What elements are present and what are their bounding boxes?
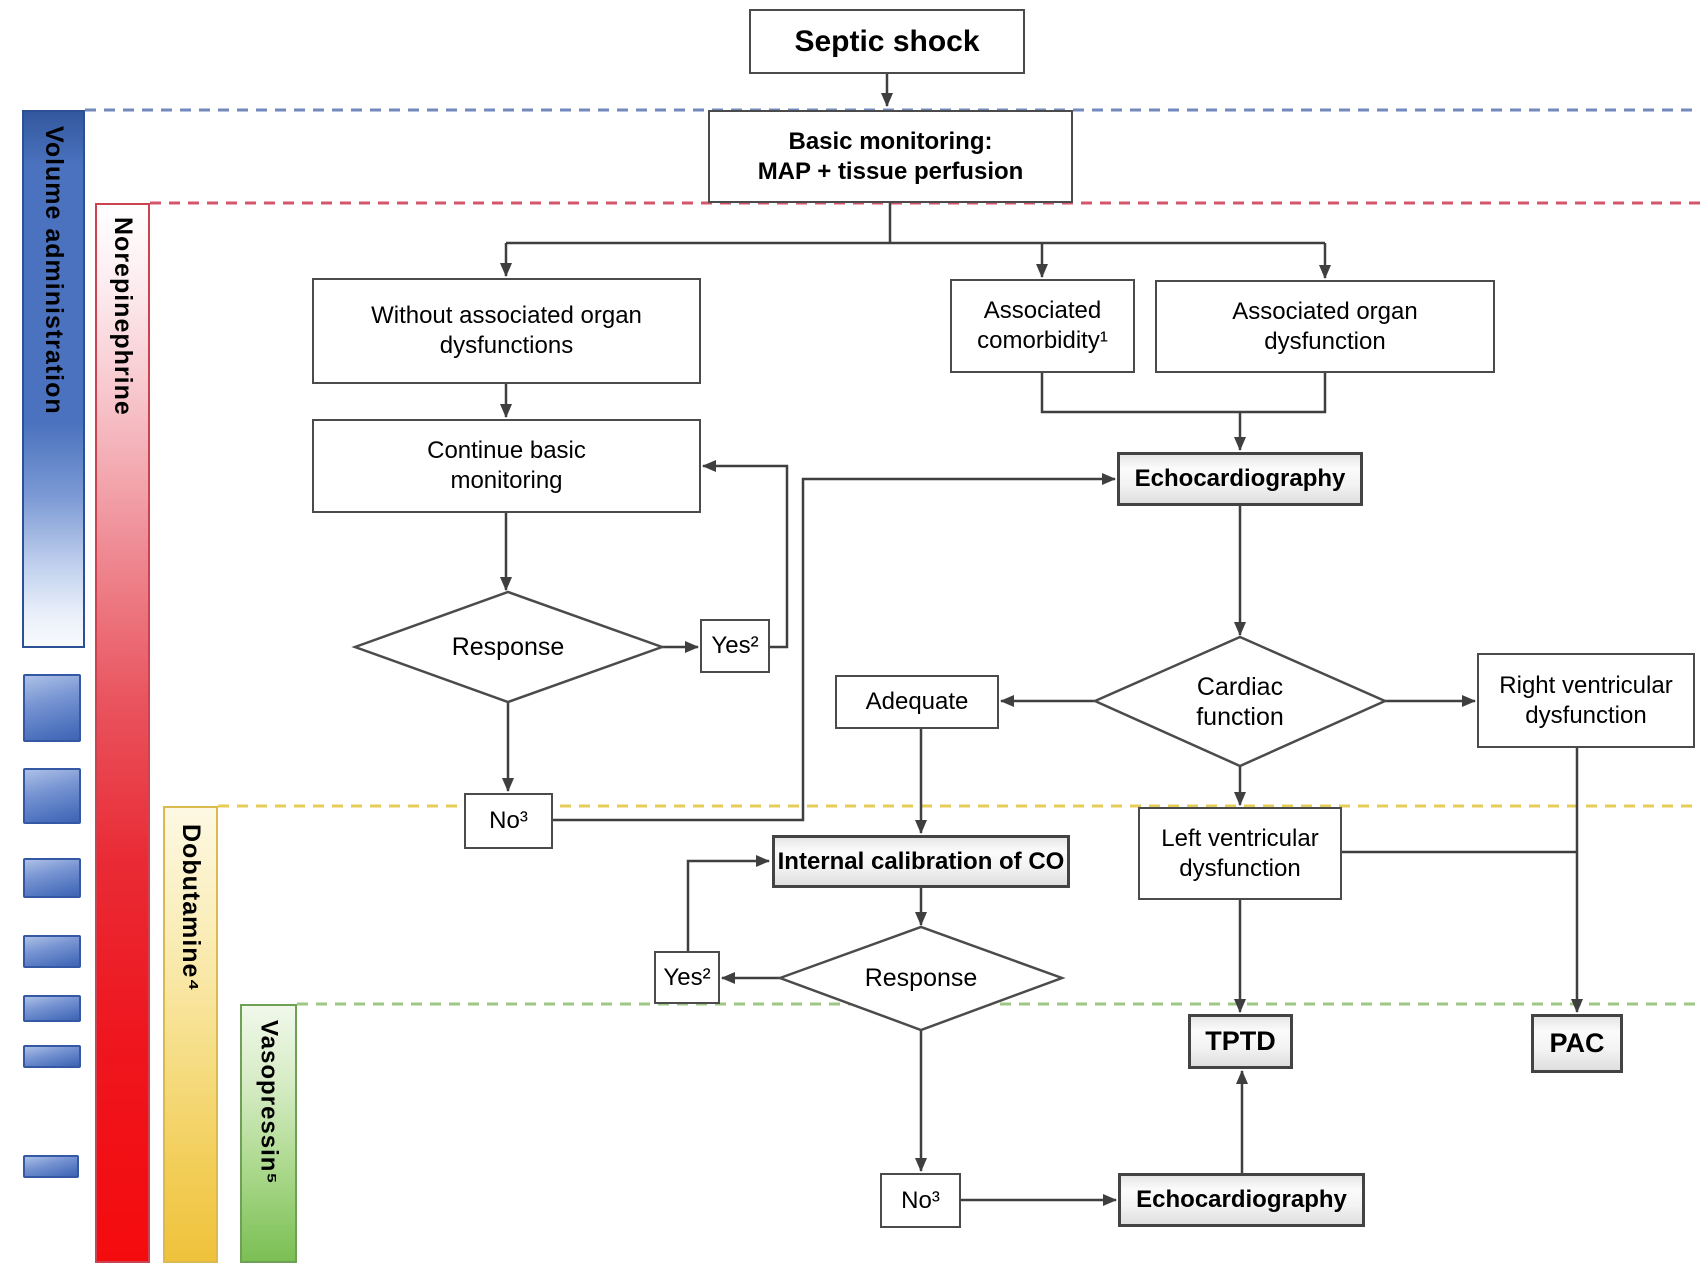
edges [500,74,1583,1206]
response-2-diamond [776,925,1066,1032]
dobutamine-label: Dobutamine⁴ [177,824,205,992]
volume-bolus-segment [23,1045,81,1068]
echocardiography-top-box: Echocardiography [1117,452,1363,506]
associated-comorbidity-box: Associated comorbidity¹ [950,279,1135,373]
dobutamine-bar: Dobutamine⁴ [163,806,218,1263]
norepinephrine-label: Norepinephrine [109,217,137,416]
volume-bolus-segment [23,768,81,824]
no-1-box: No³ [464,793,553,849]
without-organ-dysfunctions-box: Without associated organ dysfunctions [312,278,701,384]
yes-1-box: Yes² [700,619,770,673]
echocardiography-bottom-box: Echocardiography [1118,1173,1365,1227]
tptd-box: TPTD [1188,1014,1293,1069]
volume-bolus-segment [23,935,81,968]
continue-basic-monitoring-box: Continue basic monitoring [312,419,701,513]
cardiac-function-diamond [1091,635,1389,768]
vasopressin-bar: Vasopressin⁵ [240,1004,297,1263]
yes-2-box: Yes² [654,951,720,1004]
norepinephrine-bar: Norepinephrine [95,203,150,1263]
volume-administration-label: Volume administration [40,126,68,415]
septic-shock-box: Septic shock [749,9,1025,74]
vasopressin-label: Vasopressin⁵ [255,1020,283,1185]
edge-yes1-loop-continue [702,460,789,649]
associated-organ-dysfunction-box: Associated organ dysfunction [1155,280,1495,373]
response-1-diamond [351,590,666,704]
volume-bolus-segment [23,995,81,1022]
edge-no1-to-echo [553,473,1116,822]
edge-yes2-loop-calibration [686,855,770,951]
pac-box: PAC [1531,1014,1623,1073]
right-ventricular-dysfunction-box: Right ventricular dysfunction [1477,653,1695,748]
no-2-box: No³ [880,1173,961,1228]
volume-bolus-segment [23,674,81,742]
edge-merge-comorbidity-organ [1040,373,1327,414]
volume-administration-bar: Volume administration [22,110,85,648]
internal-calibration-box: Internal calibration of CO [772,835,1070,888]
left-ventricular-dysfunction-box: Left ventricular dysfunction [1138,807,1342,900]
volume-bolus-segment [23,1155,79,1178]
basic-monitoring-box: Basic monitoring: MAP + tissue perfusion [708,110,1073,203]
volume-bolus-segment [23,858,81,898]
adequate-box: Adequate [835,675,999,729]
